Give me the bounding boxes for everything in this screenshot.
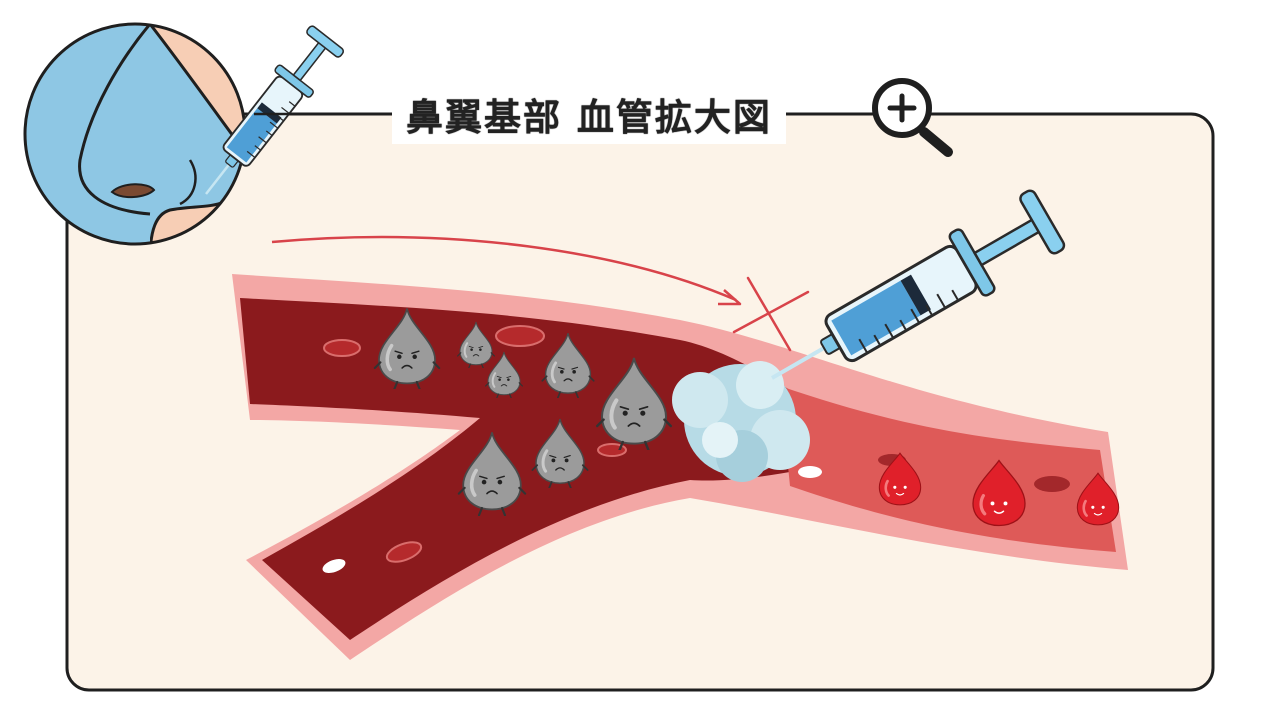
magnifier-plus-icon: [872, 78, 953, 157]
occlusion-cloud: [672, 361, 810, 482]
vessel-inner-dark: [240, 298, 800, 640]
page-title: 鼻翼基部 血管拡大図: [406, 96, 772, 139]
blood-vessel: [232, 274, 1128, 660]
flow-arrow-icon: [271, 235, 742, 306]
vessel-inner-light: [780, 386, 1116, 552]
cross-mark-icon: [732, 276, 810, 352]
title-banner: 鼻翼基部 血管拡大図: [392, 84, 786, 144]
nose-profile-icon: [23, 22, 247, 246]
